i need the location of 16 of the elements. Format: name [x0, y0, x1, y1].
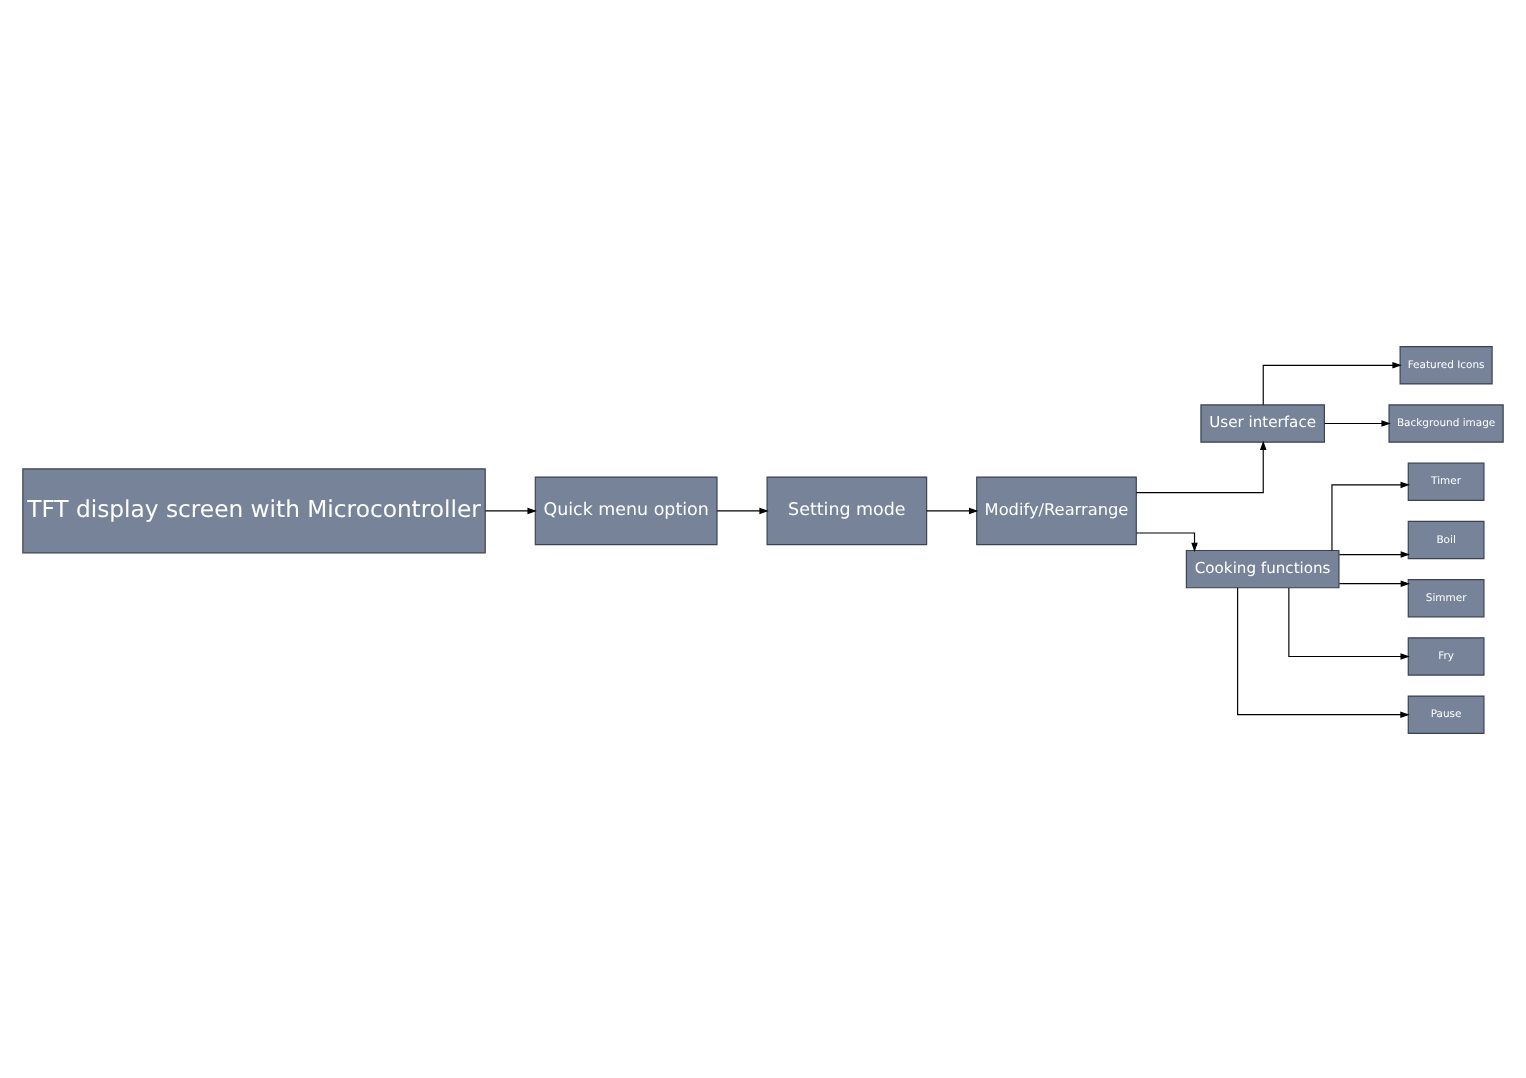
node-box: Modify/Rearrange	[976, 475, 1137, 545]
arrow	[926, 506, 979, 514]
arrow	[1262, 361, 1402, 405]
arrow	[1135, 531, 1198, 551]
arrow	[1324, 419, 1391, 426]
arrow	[1338, 579, 1410, 586]
node-box: Quick menu option	[534, 475, 718, 545]
node-box: Setting mode	[766, 475, 928, 545]
arrow	[716, 506, 769, 514]
arrow	[1237, 586, 1410, 717]
arrow	[1288, 586, 1410, 659]
arrow	[484, 506, 537, 514]
arrow	[1331, 480, 1410, 550]
arrow	[1338, 550, 1410, 557]
node-box: TFT display screen with Microcontroller	[22, 467, 486, 553]
arrow	[1135, 439, 1267, 493]
